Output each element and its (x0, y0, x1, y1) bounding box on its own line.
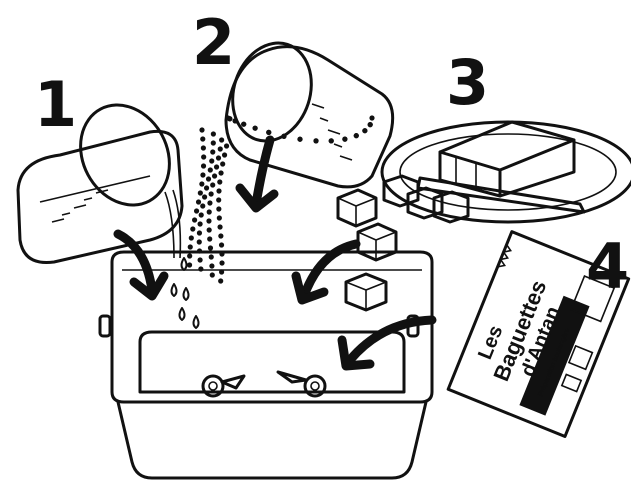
flour-dot (206, 218, 211, 223)
measuring-cup-flour-icon (220, 33, 392, 187)
flour-dot (354, 133, 359, 138)
flour-dot (207, 236, 212, 241)
flour-dot (210, 149, 215, 154)
flour-dot (194, 208, 199, 213)
flour-dot (200, 172, 205, 177)
flour-dot (199, 181, 204, 186)
flour-dot (210, 182, 215, 187)
flour-dot (208, 245, 213, 250)
flour-dot (198, 257, 203, 262)
step-number-3: 3 (446, 46, 489, 119)
flour-dot (313, 138, 318, 143)
flour-dot (197, 230, 202, 235)
flour-dot (189, 235, 194, 240)
flour-dot (211, 140, 216, 145)
flour-dot (218, 278, 223, 283)
flour-dot (219, 137, 224, 142)
flour-dot (208, 167, 213, 172)
flour-dot (199, 127, 204, 132)
flour-dot (209, 263, 214, 268)
flour-dot (220, 161, 225, 166)
flour-dot (187, 262, 192, 267)
flour-dot (219, 242, 224, 247)
flour-dot (207, 227, 212, 232)
flour-dot (217, 224, 222, 229)
flour-dot (216, 206, 221, 211)
flour-dot (227, 116, 232, 121)
flour-dot (201, 145, 206, 150)
flour-dot (192, 217, 197, 222)
step-number-1: 1 (34, 68, 77, 141)
flour-dot (217, 215, 222, 220)
flour-dot (198, 190, 203, 195)
water-drops (172, 258, 199, 328)
flour-dot (187, 253, 192, 258)
flour-dot (210, 272, 215, 277)
flour-dot (198, 266, 203, 271)
flour-dot (297, 137, 302, 142)
flour-dot (218, 170, 223, 175)
flour-dot (214, 164, 219, 169)
flour-dot (217, 179, 222, 184)
flour-dot (206, 176, 211, 181)
flour-dot (209, 254, 214, 259)
flour-dot (211, 131, 216, 136)
flour-dot (219, 251, 224, 256)
flour-dot (224, 143, 229, 148)
flour-dot (201, 163, 206, 168)
butter-plate-icon (382, 122, 631, 222)
flour-dot (219, 260, 224, 265)
flour-dot (362, 128, 367, 133)
flour-dot (369, 115, 374, 120)
flour-dot (212, 173, 217, 178)
flour-dot (197, 239, 202, 244)
flour-dot (202, 194, 207, 199)
flour-dot (222, 152, 227, 157)
flour-dot (204, 185, 209, 190)
flour-dot (200, 203, 205, 208)
flour-dot (209, 158, 214, 163)
flour-dot (209, 191, 214, 196)
flour-dot (342, 137, 347, 142)
flour-dot (219, 269, 224, 274)
flour-dot (188, 244, 193, 249)
flour-dot (216, 155, 221, 160)
flour-dot (233, 118, 238, 123)
flour-dot (218, 233, 223, 238)
flour-dot (197, 221, 202, 226)
step-number-4: 4 (586, 230, 629, 303)
flour-dot (199, 212, 204, 217)
flour-dots (187, 115, 375, 283)
flour-dot (368, 122, 373, 127)
flour-dot (197, 248, 202, 253)
flour-dot (266, 130, 271, 135)
flour-dot (200, 136, 205, 141)
flour-dot (207, 200, 212, 205)
flour-dot (216, 188, 221, 193)
step-number-2: 2 (192, 6, 235, 79)
flour-dot (196, 199, 201, 204)
flour-dot (329, 138, 334, 143)
flour-dot (281, 134, 286, 139)
flour-dot (253, 126, 258, 131)
flour-dot (190, 226, 195, 231)
flour-dot (241, 122, 246, 127)
flour-dot (216, 197, 221, 202)
arrow-step-4 (350, 320, 432, 360)
flour-dot (207, 209, 212, 214)
flour-dot (218, 146, 223, 151)
flour-dot (201, 154, 206, 159)
